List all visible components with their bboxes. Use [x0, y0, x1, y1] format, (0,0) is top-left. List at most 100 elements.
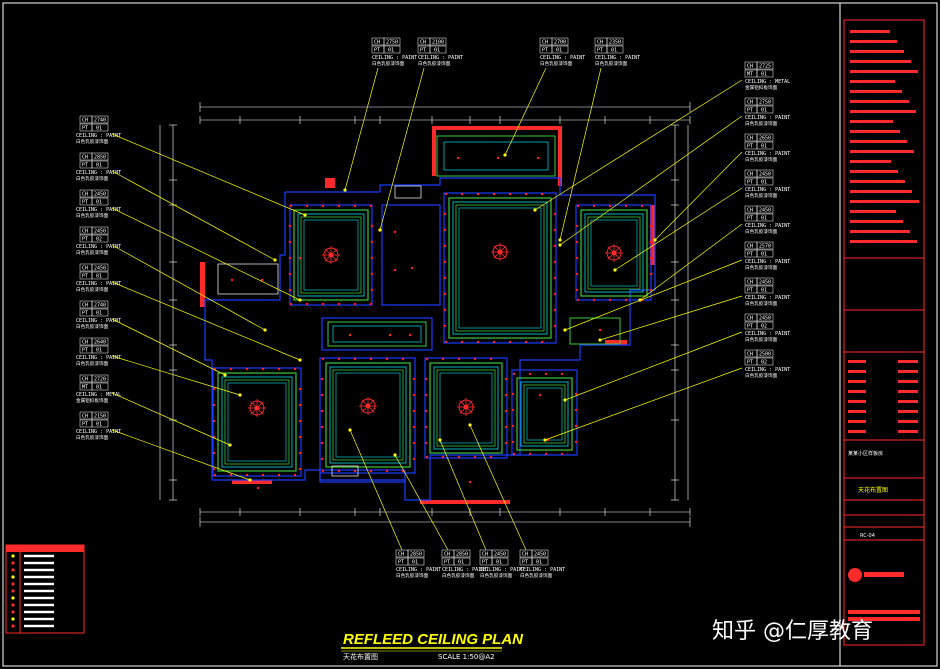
downlight — [385, 469, 389, 473]
downlight — [320, 425, 324, 429]
downlight — [649, 288, 653, 292]
downlight — [540, 192, 544, 196]
tag-pt-label: PT — [747, 144, 753, 150]
tag-ch-label: CH — [420, 40, 426, 46]
title-block-note-line — [850, 100, 909, 103]
downlight — [592, 204, 596, 208]
leader-dot — [438, 438, 442, 442]
tag-ch-value: 2570 — [759, 244, 771, 250]
tag-pt-value: 01 — [611, 48, 617, 54]
leader-line — [111, 355, 241, 396]
leader-lines — [111, 67, 743, 551]
dimension-lines — [159, 102, 691, 527]
downlight — [353, 357, 357, 361]
downlight — [260, 278, 264, 282]
tag-ch-label: CH — [82, 155, 88, 161]
tag-ceiling-type: CEILING : PAINT — [745, 367, 790, 373]
leader-dot — [558, 238, 562, 242]
downlight — [468, 480, 472, 484]
downlight — [444, 340, 448, 344]
tag-description: 白色乳胶漆饰面 — [396, 572, 429, 579]
downlight — [649, 224, 653, 228]
tag-ceiling-type: CEILING : PAINT — [76, 281, 121, 287]
downlight — [473, 455, 477, 459]
title-block-note-line — [850, 140, 907, 143]
tag-pt-label: PT — [82, 274, 88, 280]
tag-ch-label: CH — [82, 229, 88, 235]
leader-dot — [348, 428, 352, 432]
chandelier-icon — [491, 243, 509, 261]
downlight — [298, 387, 302, 391]
downlight — [412, 393, 416, 397]
downlight — [443, 228, 447, 232]
downlight — [369, 204, 373, 208]
tag-ch-value: 2350 — [609, 40, 621, 46]
downlight — [212, 467, 216, 471]
watermark: 知乎 @仁厚教育 — [712, 619, 873, 644]
tag-ch-label: CH — [444, 552, 450, 558]
downlight — [412, 457, 416, 461]
leader-line — [111, 244, 266, 331]
title-block-note-line — [850, 190, 912, 193]
tag-description: 白色乳胶漆饰面 — [372, 60, 405, 67]
tag-ch-value: 2450 — [759, 280, 771, 286]
leader-line — [544, 367, 743, 441]
tag-ceiling-type: CEILING : PAINT — [745, 259, 790, 265]
tag-pt-value: 01 — [761, 108, 767, 114]
tag-ch-value: 2450 — [759, 208, 771, 214]
tag-pt-value: 01 — [96, 126, 102, 132]
title-block-note-line — [850, 240, 917, 243]
tag-ch-value: 2500 — [759, 352, 771, 358]
legend-text — [24, 589, 54, 593]
tag-pt-value: 01 — [96, 274, 102, 280]
tag-ceiling-type: CEILING : PAINT — [745, 331, 790, 337]
title-block-note-line — [850, 120, 893, 123]
leader-line — [614, 187, 743, 271]
downlight — [353, 469, 357, 473]
tag-ceiling-type: CEILING : PAINT — [76, 429, 121, 435]
downlight — [288, 288, 292, 292]
title-block-note-line — [850, 210, 896, 213]
title-block-field-label — [848, 430, 866, 433]
tag-description: 白色乳胶漆饰面 — [540, 60, 573, 67]
tag-ceiling-type: CEILING : METAL — [745, 79, 790, 85]
tag-pt-value: 01 — [96, 385, 102, 391]
tag-ch-label: CH — [747, 64, 753, 70]
tag-pt-label: PT — [398, 560, 404, 566]
downlight — [229, 473, 233, 477]
downlight — [460, 192, 464, 196]
tag-ch-label: CH — [747, 100, 753, 106]
tag-ch-label: CH — [398, 552, 404, 558]
downlight — [457, 455, 461, 459]
title-block-note-line — [850, 40, 897, 43]
downlight — [393, 268, 397, 272]
tag-pt-value: 01 — [458, 560, 464, 566]
leader-dot — [298, 298, 302, 302]
drawing-subtitle: 天花布置图 — [343, 652, 378, 661]
tag-ceiling-type: CEILING : PAINT — [76, 355, 121, 361]
downlight — [337, 357, 341, 361]
leader-line — [344, 67, 379, 191]
leader-dot — [533, 208, 537, 212]
tag-pt-label: PT — [82, 422, 88, 428]
downlight — [441, 357, 445, 361]
downlight — [424, 425, 428, 429]
title-block-field-value — [898, 420, 918, 423]
downlight — [444, 192, 448, 196]
title-block-notes — [850, 30, 919, 243]
title-block-note-line — [850, 170, 898, 173]
legend-symbol — [11, 603, 15, 607]
drawing-title-block: REFLEED CEILING PLAN 天花布置图 SCALE 1:50@A2 — [341, 631, 524, 661]
downlight — [457, 357, 461, 361]
tag-pt-label: PT — [747, 288, 753, 294]
downlight — [575, 288, 579, 292]
